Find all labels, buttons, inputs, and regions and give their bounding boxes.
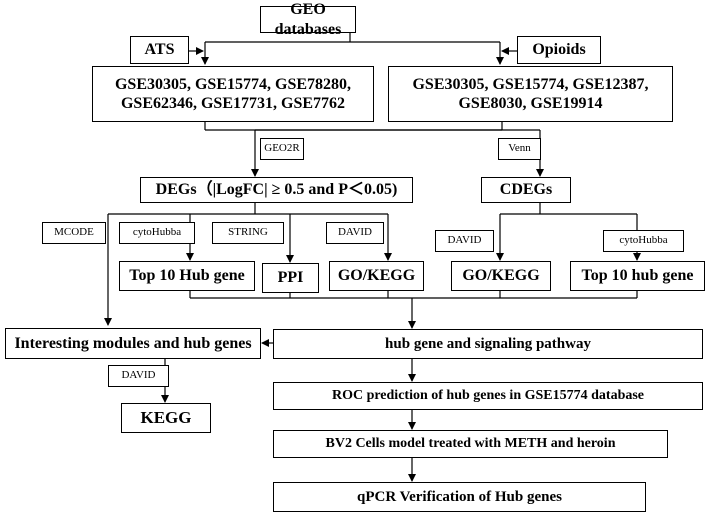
label-venn: Venn <box>498 138 541 160</box>
label-david-bottom-text: DAVID <box>121 369 156 382</box>
label-geo2r-text: GEO2R <box>264 142 300 155</box>
node-gse-op-line1: GSE30305, GSE15774, GSE12387, <box>412 75 649 93</box>
node-top10-left: Top 10 Hub gene <box>119 261 255 291</box>
label-string-text: STRING <box>228 226 268 239</box>
node-qpcr-label: qPCR Verification of Hub genes <box>356 489 562 505</box>
node-top10-right-label: Top 10 hub gene <box>581 267 694 285</box>
label-david-right-text: DAVID <box>447 234 482 247</box>
node-gokegg-left-label: GO/KEGG <box>337 267 416 285</box>
label-mcode-text: MCODE <box>54 226 94 239</box>
label-string: STRING <box>212 222 284 244</box>
label-cytohubba-left: cytoHubba <box>119 222 195 244</box>
node-opioids-label: Opioids <box>532 41 586 59</box>
node-roc: ROC prediction of hub genes in GSE15774 … <box>273 382 703 410</box>
node-gokegg-right-label: GO/KEGG <box>462 267 540 285</box>
node-ppi: PPI <box>262 263 319 293</box>
node-gse-ats: GSE30305, GSE15774, GSE78280, GSE62346, … <box>92 66 374 122</box>
node-cdegs: CDEGs <box>481 177 571 203</box>
label-david-left-text: DAVID <box>337 226 373 239</box>
node-top10-right: Top 10 hub gene <box>570 261 705 291</box>
node-qpcr: qPCR Verification of Hub genes <box>273 482 646 512</box>
node-modules-label: Interesting modules and hub genes <box>14 334 252 352</box>
node-modules-hub-genes: Interesting modules and hub genes <box>5 328 261 359</box>
label-david-left: DAVID <box>326 222 384 244</box>
node-bv2-label: BV2 Cells model treated with METH and he… <box>325 435 616 451</box>
node-ppi-label: PPI <box>277 269 304 287</box>
node-gse-ats-line2: GSE62346, GSE17731, GSE7762 <box>120 95 346 112</box>
node-geo-label: GEO databases <box>274 1 342 38</box>
node-hub-gene-pathway: hub gene and signaling pathway <box>273 329 703 359</box>
node-degs: DEGs（|LogFC| ≥ 0.5 and P＜0.05) <box>140 177 413 203</box>
node-kegg: KEGG <box>121 403 211 433</box>
label-david-bottom: DAVID <box>108 365 169 387</box>
node-top10-left-label: Top 10 Hub gene <box>129 267 245 285</box>
node-gse-op-line2: GSE8030, GSE19914 <box>458 95 603 112</box>
node-opioids: Opioids <box>517 36 601 64</box>
label-cytohubba-right-text: cytoHubba <box>619 234 668 247</box>
node-ats: ATS <box>130 36 189 64</box>
node-kegg-label: KEGG <box>140 407 192 427</box>
node-gokegg-left: GO/KEGG <box>329 261 424 291</box>
node-bv2: BV2 Cells model treated with METH and he… <box>273 430 668 458</box>
label-geo2r: GEO2R <box>260 138 304 160</box>
node-roc-label: ROC prediction of hub genes in GSE15774 … <box>331 387 645 403</box>
label-mcode: MCODE <box>42 222 106 244</box>
node-hub-pathway-label: hub gene and signaling pathway <box>385 336 591 352</box>
label-david-right: DAVID <box>435 230 494 252</box>
node-geo-databases: GEO databases <box>260 1 356 38</box>
node-gse-opioids: GSE30305, GSE15774, GSE12387, GSE8030, G… <box>388 66 673 122</box>
label-cytohubba-left-text: cytoHubba <box>132 226 182 239</box>
node-gokegg-right: GO/KEGG <box>451 261 551 291</box>
node-ats-label: ATS <box>144 41 175 59</box>
node-cdegs-label: CDEGs <box>499 181 553 199</box>
label-venn-text: Venn <box>508 142 531 155</box>
node-degs-label: DEGs（|LogFC| ≥ 0.5 and P＜0.05) <box>155 181 398 199</box>
label-cytohubba-right: cytoHubba <box>603 230 684 252</box>
node-gse-ats-line1: GSE30305, GSE15774, GSE78280, <box>114 75 352 93</box>
